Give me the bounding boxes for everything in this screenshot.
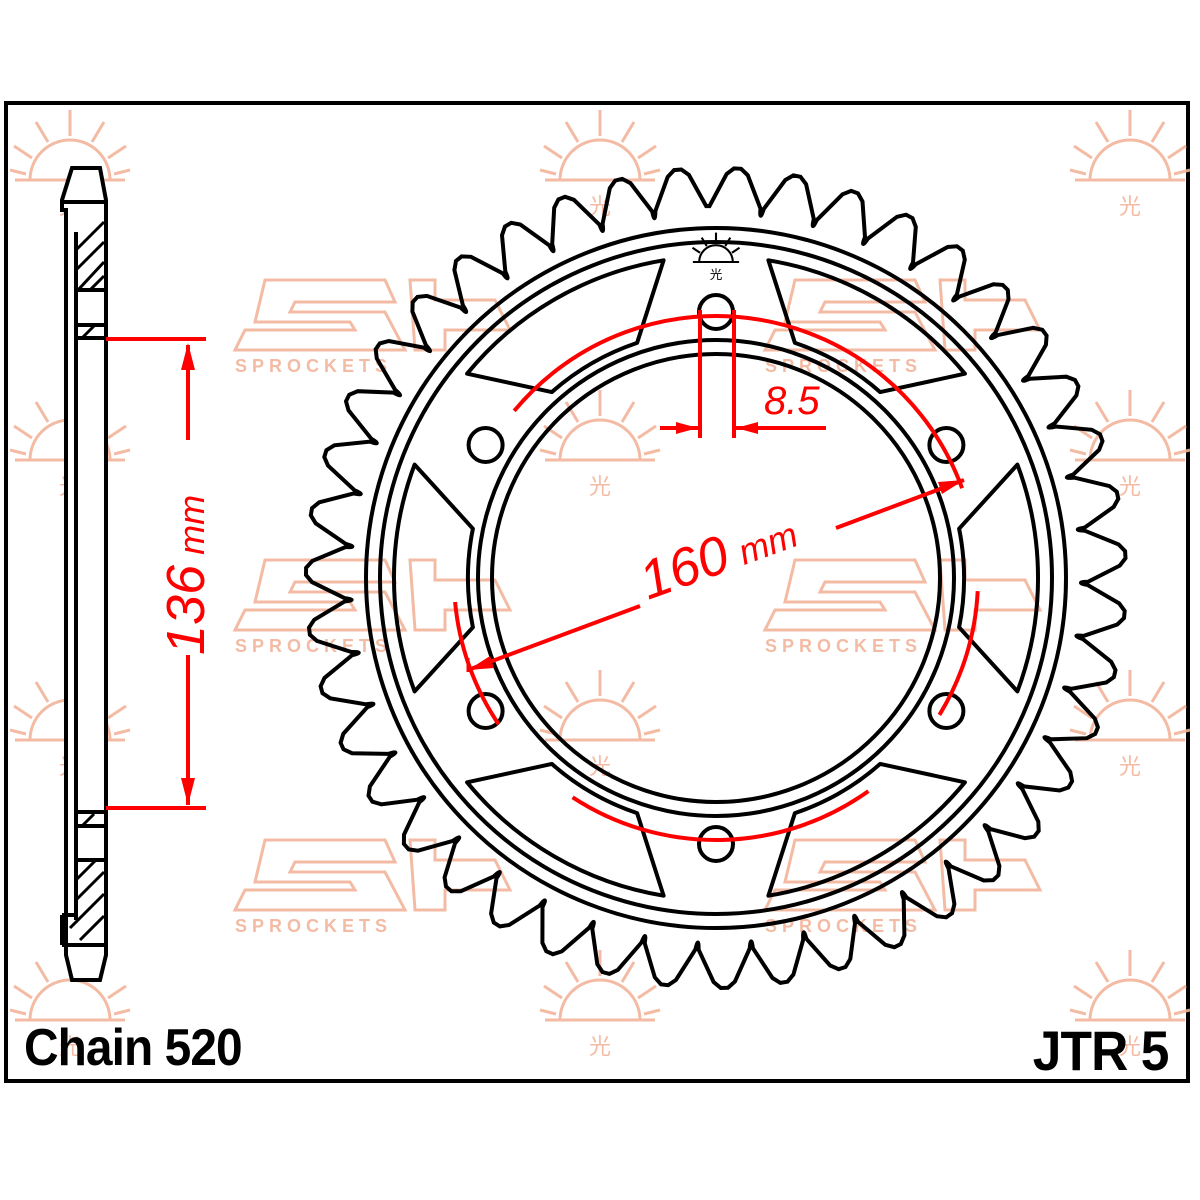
lightening-window: [465, 761, 666, 898]
dimension-160-label: 160mm: [632, 499, 805, 611]
chain-size-label: Chain 520: [24, 1019, 243, 1077]
bolt-hole: [466, 426, 505, 464]
dimension-136-label: 136mm: [156, 495, 216, 655]
lightening-window: [465, 258, 666, 395]
bolt-hole: [927, 692, 966, 730]
bolt-hole: [697, 825, 735, 863]
bolt-hole: [697, 293, 735, 331]
svg-text:光: 光: [710, 267, 723, 282]
lightening-window: [957, 462, 1041, 694]
side-profile-view: [60, 166, 108, 982]
lightening-window: [391, 462, 475, 694]
part-number-label: JTR 5: [1032, 1019, 1169, 1082]
sprocket-teeth-outline: [303, 166, 1128, 991]
bolt-circle-arc: [512, 314, 964, 489]
bolt-holes: [466, 293, 966, 863]
bolt-circle-arcs: [453, 314, 980, 842]
drawing-frame: [4, 101, 1190, 1083]
dimension-bolt-hole-label: 8.5: [764, 379, 820, 423]
bolt-circle-arc: [937, 590, 980, 716]
dimension-160mm: [466, 478, 965, 672]
center-brand-icon: 光: [691, 232, 741, 282]
dimension-136mm: [106, 337, 206, 810]
lightening-window: [766, 258, 967, 395]
bolt-circle-arc: [571, 789, 870, 842]
dimension-bolt-hole: [660, 310, 826, 438]
lightening-windows: [391, 258, 1041, 898]
lightening-window: [766, 761, 967, 898]
